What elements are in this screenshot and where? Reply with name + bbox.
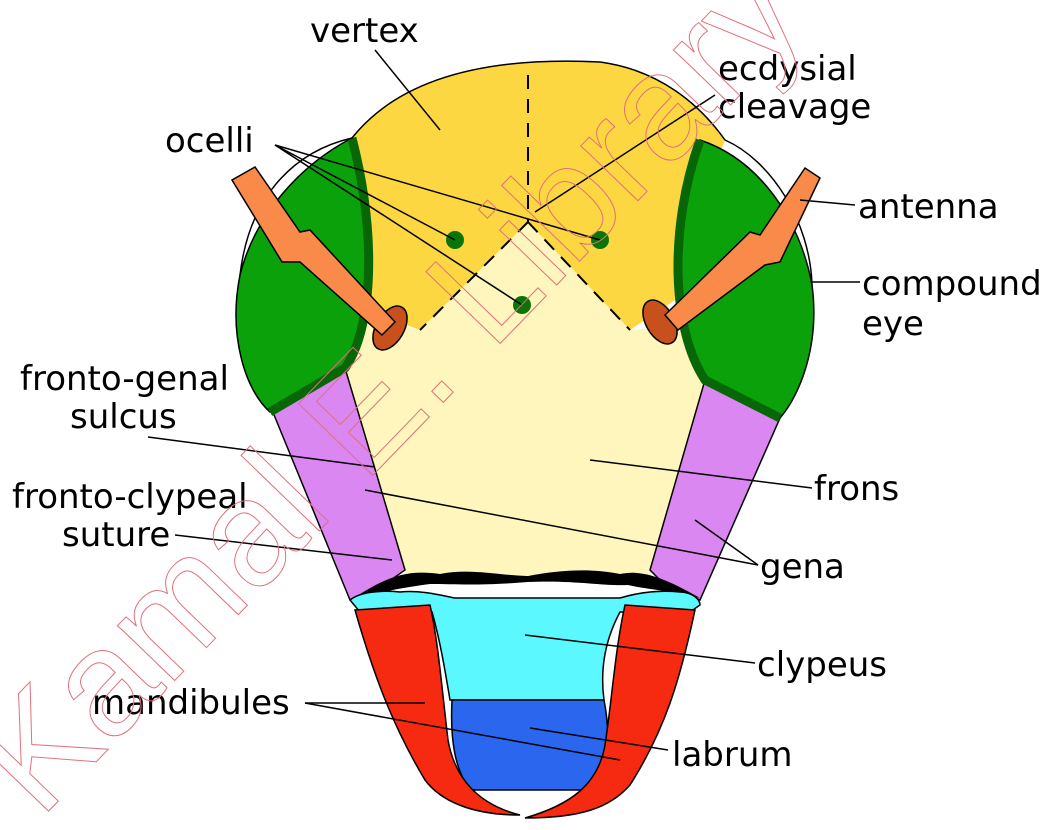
label-ocelli: ocelli	[165, 121, 254, 161]
label-fronto-genal-line2: sulcus	[70, 397, 177, 437]
label-vertex: vertex	[310, 11, 419, 51]
label-labrum: labrum	[672, 735, 793, 775]
labrum-region	[452, 700, 608, 790]
label-frons: frons	[814, 469, 899, 509]
label-antenna: antenna	[858, 187, 999, 227]
label-clypeus: clypeus	[757, 645, 887, 685]
label-gena: gena	[760, 547, 845, 587]
label-fronto-genal-line1: fronto-genal	[20, 359, 229, 399]
label-compound-eye-line2: eye	[862, 304, 924, 344]
label-compound-eye-line1: compound	[862, 264, 1042, 304]
